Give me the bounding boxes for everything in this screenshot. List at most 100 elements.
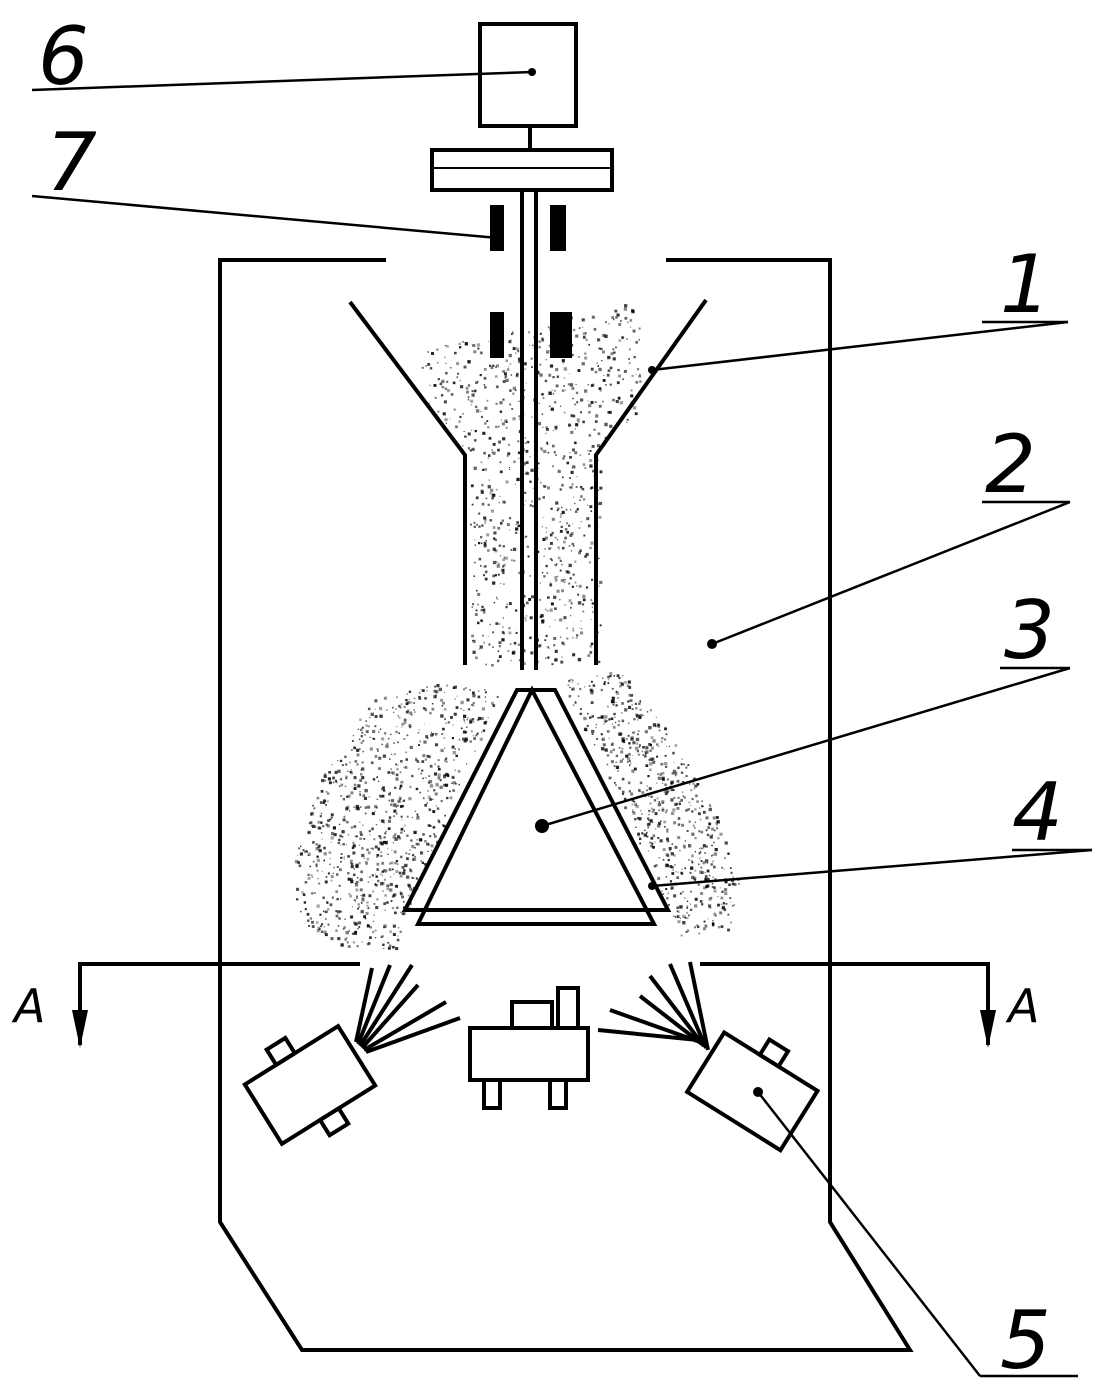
particle (424, 723, 425, 724)
particle (444, 692, 445, 693)
particle (599, 516, 602, 519)
particle (400, 912, 401, 913)
particle (703, 887, 706, 890)
particle (679, 850, 681, 852)
particle (470, 719, 473, 722)
particle (340, 778, 342, 780)
particle (321, 779, 324, 782)
particle (473, 640, 476, 643)
particle (615, 347, 617, 349)
particle (431, 845, 434, 848)
particle (426, 686, 428, 688)
particle (718, 926, 721, 929)
particle (405, 699, 407, 701)
particle (347, 942, 349, 944)
particle (352, 906, 353, 907)
particle (526, 450, 529, 453)
particle (635, 827, 636, 828)
particle (357, 928, 358, 929)
particle (699, 807, 700, 808)
particle (516, 524, 517, 525)
particle (488, 504, 490, 506)
particle (344, 816, 346, 818)
particle (305, 881, 308, 884)
particle (600, 391, 601, 392)
particle (376, 875, 378, 877)
particle (404, 767, 405, 768)
particle (408, 797, 411, 800)
particle (339, 824, 340, 825)
particle (724, 888, 727, 891)
particle (517, 350, 519, 352)
particle (488, 636, 489, 637)
particle (405, 766, 406, 767)
particle (512, 331, 513, 332)
particle (444, 747, 445, 748)
particle (524, 492, 526, 494)
particle (375, 755, 378, 758)
particle (633, 812, 636, 815)
particle (388, 772, 390, 774)
particle (345, 786, 347, 788)
motor-box (480, 24, 576, 126)
particle (546, 426, 548, 428)
particle (396, 774, 399, 777)
particle (585, 729, 587, 731)
particle (373, 778, 375, 780)
particle (532, 505, 534, 507)
particle (668, 904, 670, 906)
particle (440, 786, 443, 789)
particle (666, 830, 668, 832)
particle (548, 392, 551, 395)
particle (351, 769, 352, 770)
particle (457, 696, 458, 697)
particle (465, 687, 467, 689)
particle (564, 412, 566, 414)
particle (564, 367, 567, 370)
particle (316, 921, 319, 924)
particle (631, 389, 633, 391)
particle (491, 664, 494, 667)
particle (481, 416, 483, 418)
particle (600, 348, 602, 350)
particle (393, 742, 395, 744)
particle (649, 769, 652, 772)
particle (299, 864, 302, 867)
particle (341, 943, 344, 946)
particle (468, 396, 470, 398)
particle (353, 735, 355, 737)
particle (516, 478, 519, 481)
particle (675, 775, 677, 777)
particle (362, 942, 363, 943)
particle (656, 782, 658, 784)
particle (324, 773, 326, 775)
particle (666, 733, 668, 735)
particle (690, 805, 691, 806)
particle (401, 726, 402, 727)
particle (658, 746, 659, 747)
particle (661, 737, 663, 739)
particle (462, 413, 464, 415)
particle (515, 532, 517, 534)
particle (325, 911, 327, 913)
particle (327, 819, 330, 822)
particle (674, 822, 675, 823)
particle (544, 556, 545, 557)
particle (592, 445, 595, 448)
particle (622, 675, 623, 676)
particle (689, 783, 690, 784)
particle (577, 508, 579, 510)
particle (383, 902, 386, 905)
particle (554, 658, 557, 661)
particle (376, 898, 378, 900)
particle (622, 720, 625, 723)
particle (413, 857, 416, 860)
particle (645, 746, 648, 749)
particle (561, 564, 562, 565)
particle (382, 944, 384, 946)
particle (673, 797, 675, 799)
particle (574, 451, 577, 454)
particle (601, 733, 603, 735)
particle (700, 900, 703, 903)
particle (453, 724, 454, 725)
